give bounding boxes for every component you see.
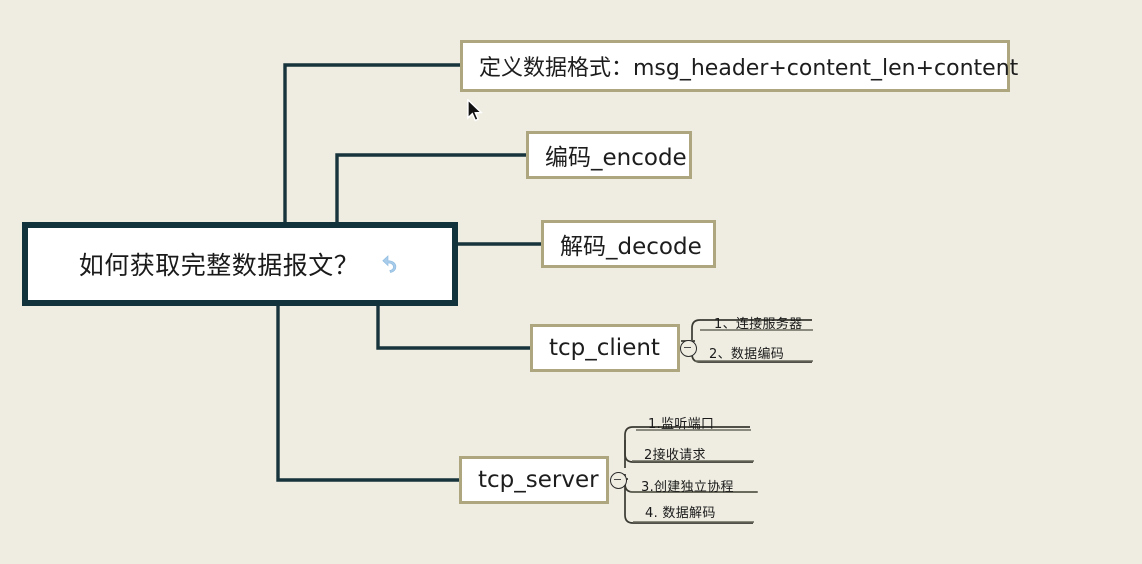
branch-node-tcp-client[interactable]: tcp_client bbox=[530, 324, 680, 372]
root-node[interactable]: 如何获取完整数据报文？ bbox=[22, 222, 458, 306]
wire-root-to-server bbox=[276, 306, 459, 482]
leaf-item-server-3[interactable]: 3.创建独立协程 bbox=[641, 480, 734, 495]
branch-node-decode[interactable]: 解码_decode bbox=[541, 220, 716, 268]
branch-node-format[interactable]: 定义数据格式：msg_header+content_len+content bbox=[460, 40, 1018, 92]
branch-node-decode-label: 解码_decode bbox=[560, 234, 702, 260]
mouse-arrow-cursor bbox=[466, 98, 484, 123]
root-node-label: 如何获取完整数据报文？ bbox=[78, 251, 360, 280]
branch-node-encode[interactable]: 编码_encode bbox=[526, 131, 692, 179]
leaf-item-server-1[interactable]: 1.监听端口 bbox=[648, 417, 715, 432]
branch-node-tcp-client-label: tcp_client bbox=[549, 335, 660, 361]
leaf-item-client-2[interactable]: 2、数据编码 bbox=[709, 347, 785, 362]
wire-root-to-format bbox=[283, 63, 460, 222]
wire-root-to-client bbox=[376, 306, 530, 350]
collapse-minus-icon-tcp-client[interactable] bbox=[680, 340, 697, 357]
wire-root-to-encode bbox=[335, 153, 526, 222]
leaf-item-server-2[interactable]: 2接收请求 bbox=[644, 448, 706, 463]
collapse-minus-icon-tcp-server[interactable] bbox=[610, 472, 627, 489]
refresh-rotate-icon[interactable] bbox=[375, 251, 401, 277]
branch-node-format-label: 定义数据格式：msg_header+content_len+content bbox=[479, 56, 1019, 81]
leaf-item-client-1[interactable]: 1、连接服务器 bbox=[714, 317, 803, 332]
branch-node-tcp-server[interactable]: tcp_server bbox=[459, 456, 609, 504]
branch-node-encode-label: 编码_encode bbox=[545, 145, 687, 171]
branch-node-tcp-server-label: tcp_server bbox=[478, 467, 599, 493]
leaf-item-server-4[interactable]: 4. 数据解码 bbox=[645, 506, 716, 521]
